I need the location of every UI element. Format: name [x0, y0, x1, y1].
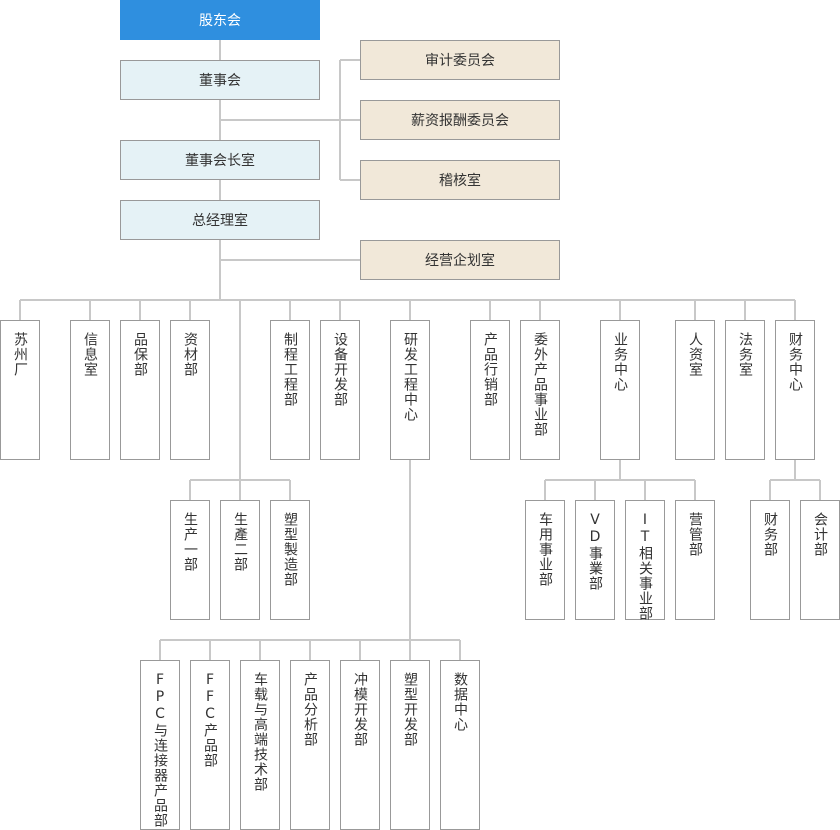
- rd-data-center-label: 数据中心: [452, 672, 468, 732]
- dept-business-center-box: 业务中心: [600, 320, 640, 460]
- rd-fpc-label: FPC与连接器产品部: [152, 672, 168, 828]
- dept-process-eng-box: 制程工程部: [270, 320, 310, 460]
- fin-accounting-box: 会计部: [800, 500, 840, 620]
- prod-unit-2-label: 生產二部: [232, 512, 248, 572]
- dept-finance-center-label: 财务中心: [787, 332, 803, 392]
- rd-vehicle-hs-box: 车载与高端技术部: [240, 660, 280, 830]
- dept-suzhou-box: 苏州厂: [0, 320, 40, 460]
- inspection-office-label: 稽核室: [439, 173, 481, 189]
- rd-analysis-box: 产品分析部: [290, 660, 330, 830]
- dept-suzhou-label: 苏州厂: [12, 332, 28, 377]
- dept-process-eng-label: 制程工程部: [282, 332, 298, 407]
- molding-mfg-box: 塑型製造部: [270, 500, 310, 620]
- prod-unit-1-label: 生产一部: [182, 512, 198, 572]
- prod-unit-1-box: 生产一部: [170, 500, 210, 620]
- dept-hr-label: 人资室: [687, 332, 703, 377]
- compensation-committee-label: 薪资报酬委员会: [411, 113, 509, 129]
- dept-product-sales-box: 产品行销部: [470, 320, 510, 460]
- bu-vehicle-box: 车用事业部: [525, 500, 565, 620]
- dept-materials-box: 资材部: [170, 320, 210, 460]
- compensation-committee-box: 薪资报酬委员会: [360, 100, 560, 140]
- dept-rd-center-label: 研发工程中心: [402, 332, 418, 422]
- dept-quality-label: 品保部: [132, 332, 148, 377]
- dept-equip-dev-box: 设备开发部: [320, 320, 360, 460]
- inspection-office-box: 稽核室: [360, 160, 560, 200]
- rd-molding-dev-label: 塑型开发部: [402, 672, 418, 747]
- dept-business-center-label: 业务中心: [612, 332, 628, 392]
- dept-finance-center-box: 财务中心: [775, 320, 815, 460]
- board-box: 董事会: [120, 60, 320, 100]
- planning-office-label: 经营企划室: [425, 253, 495, 269]
- rd-ffc-label: FFC产品部: [202, 672, 218, 768]
- chairman-office-label: 董事会长室: [185, 153, 255, 169]
- fin-finance-box: 财务部: [750, 500, 790, 620]
- dept-materials-label: 资材部: [182, 332, 198, 377]
- gm-office-label: 总经理室: [192, 213, 248, 229]
- dept-product-sales-label: 产品行销部: [482, 332, 498, 407]
- audit-committee-label: 审计委员会: [425, 53, 495, 69]
- audit-committee-box: 审计委员会: [360, 40, 560, 80]
- shareholders-label: 股东会: [199, 13, 241, 29]
- dept-rd-center-box: 研发工程中心: [390, 320, 430, 460]
- dept-oem-business-label: 委外产品事业部: [532, 332, 548, 437]
- bu-operations-label: 营管部: [687, 512, 703, 557]
- dept-equip-dev-label: 设备开发部: [332, 332, 348, 407]
- rd-stamping-box: 冲模开发部: [340, 660, 380, 830]
- dept-info-box: 信息室: [70, 320, 110, 460]
- rd-fpc-box: FPC与连接器产品部: [140, 660, 180, 830]
- rd-stamping-label: 冲模开发部: [352, 672, 368, 747]
- planning-office-box: 经营企划室: [360, 240, 560, 280]
- bu-it-label: IT相关事业部: [637, 512, 653, 621]
- chairman-office-box: 董事会长室: [120, 140, 320, 180]
- dept-info-label: 信息室: [82, 332, 98, 377]
- rd-vehicle-hs-label: 车载与高端技术部: [252, 672, 268, 792]
- bu-it-box: IT相关事业部: [625, 500, 665, 621]
- bu-vehicle-label: 车用事业部: [537, 512, 553, 587]
- bu-vd-box: VD事業部: [575, 500, 615, 620]
- shareholders-box: 股东会: [120, 0, 320, 40]
- dept-legal-box: 法务室: [725, 320, 765, 460]
- dept-quality-box: 品保部: [120, 320, 160, 460]
- board-label: 董事会: [199, 73, 241, 89]
- molding-mfg-label: 塑型製造部: [282, 512, 298, 587]
- dept-legal-label: 法务室: [737, 332, 753, 377]
- rd-ffc-box: FFC产品部: [190, 660, 230, 830]
- fin-finance-label: 财务部: [762, 512, 778, 557]
- rd-molding-dev-box: 塑型开发部: [390, 660, 430, 830]
- gm-office-box: 总经理室: [120, 200, 320, 240]
- rd-data-center-box: 数据中心: [440, 660, 480, 830]
- bu-operations-box: 营管部: [675, 500, 715, 620]
- prod-unit-2-box: 生產二部: [220, 500, 260, 620]
- fin-accounting-label: 会计部: [812, 512, 828, 557]
- bu-vd-label: VD事業部: [587, 512, 603, 591]
- rd-analysis-label: 产品分析部: [302, 672, 318, 747]
- dept-oem-business-box: 委外产品事业部: [520, 320, 560, 460]
- dept-hr-box: 人资室: [675, 320, 715, 460]
